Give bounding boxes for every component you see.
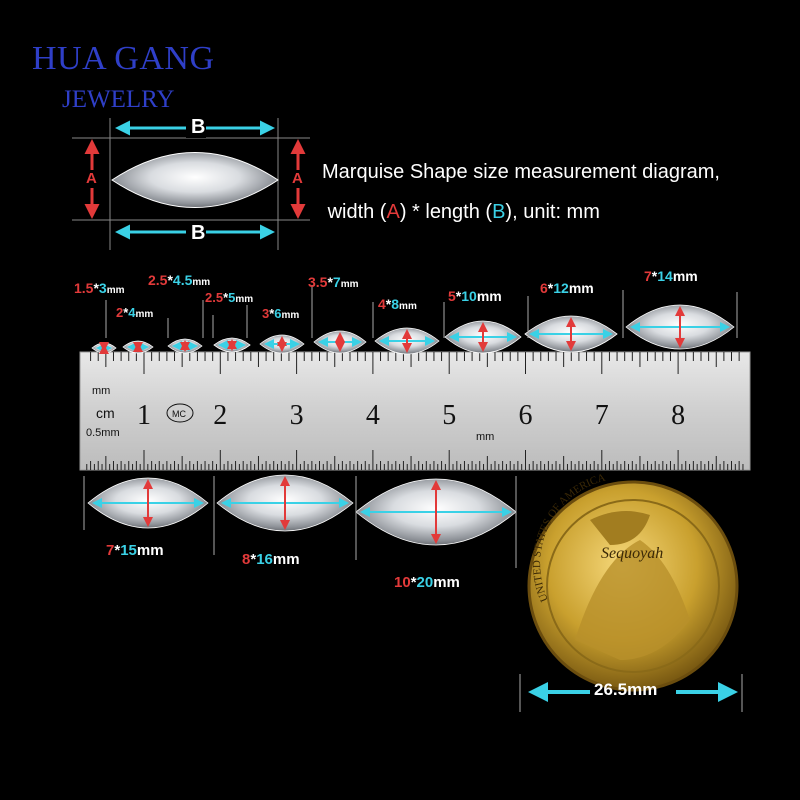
desc-pre: width ( [327,201,387,223]
diagram-description: Marquise Shape size measurement diagram,… [322,152,720,232]
ruler-mm-top: mm [92,385,110,397]
size-label-7: 5*10mm [448,288,502,304]
ruler-number: 5 [442,400,456,431]
desc-b: B [492,201,506,223]
ruler-number: 1 [137,400,151,431]
coin-size-label: 26.5mm [594,680,658,699]
large-gems [87,474,517,546]
ruler-number: 4 [366,400,380,431]
ruler-mc: MC [172,409,186,419]
ruler-number: 6 [519,400,533,431]
ruler-mm-bottom: mm [476,431,494,443]
small-gems [91,304,735,355]
ruler-number: 2 [213,400,227,431]
desc-post: ), unit: mm [505,201,600,223]
description-line2: width (A) * length (B), unit: mm [322,192,720,232]
size-label-2: 2.5*4.5mm [148,272,211,288]
large-size-label-2: 10*20mm [394,574,460,591]
description-line1: Marquise Shape size measurement diagram, [322,161,720,183]
coin: Sequoyah UNITED STATES OF AMERICA [527,472,739,692]
diagram-b-bottom: B [191,222,206,244]
large-size-label-0: 7*15mm [106,542,164,559]
size-label-0: 1.5*3mm [74,280,125,296]
coin-name: Sequoyah [601,545,663,562]
diagram-gem [111,152,279,208]
diagram-a-right: A [292,170,303,187]
brand-subtitle: JEWELRY [62,86,175,113]
desc-a: A [386,201,400,223]
size-label-6: 4*8mm [378,296,417,312]
diagram-b-top: B [191,116,206,138]
ruler-number: 7 [595,400,609,431]
ruler-number: 8 [671,400,685,431]
size-label-9: 7*14mm [644,268,698,284]
ruler-05mm: 0.5mm [86,427,120,439]
desc-mid: ) * length ( [399,201,493,223]
large-size-label-1: 8*16mm [242,551,300,568]
ruler: 1 2 3 4 5 6 7 8 mm cm 0.5mm mm MC [79,351,751,471]
brand-name: HUA GANG [32,40,215,77]
ruler-number: 3 [290,400,304,431]
diagram-a-left: A [86,170,97,187]
size-label-5: 3.5*7mm [308,274,359,290]
size-label-8: 6*12mm [540,280,594,296]
ruler-cm: cm [96,405,115,421]
size-label-3: 2.5*5mm [205,290,254,305]
size-label-1: 2*4mm [116,305,154,320]
size-label-4: 3*6mm [262,306,300,321]
guide-lines [83,285,738,568]
